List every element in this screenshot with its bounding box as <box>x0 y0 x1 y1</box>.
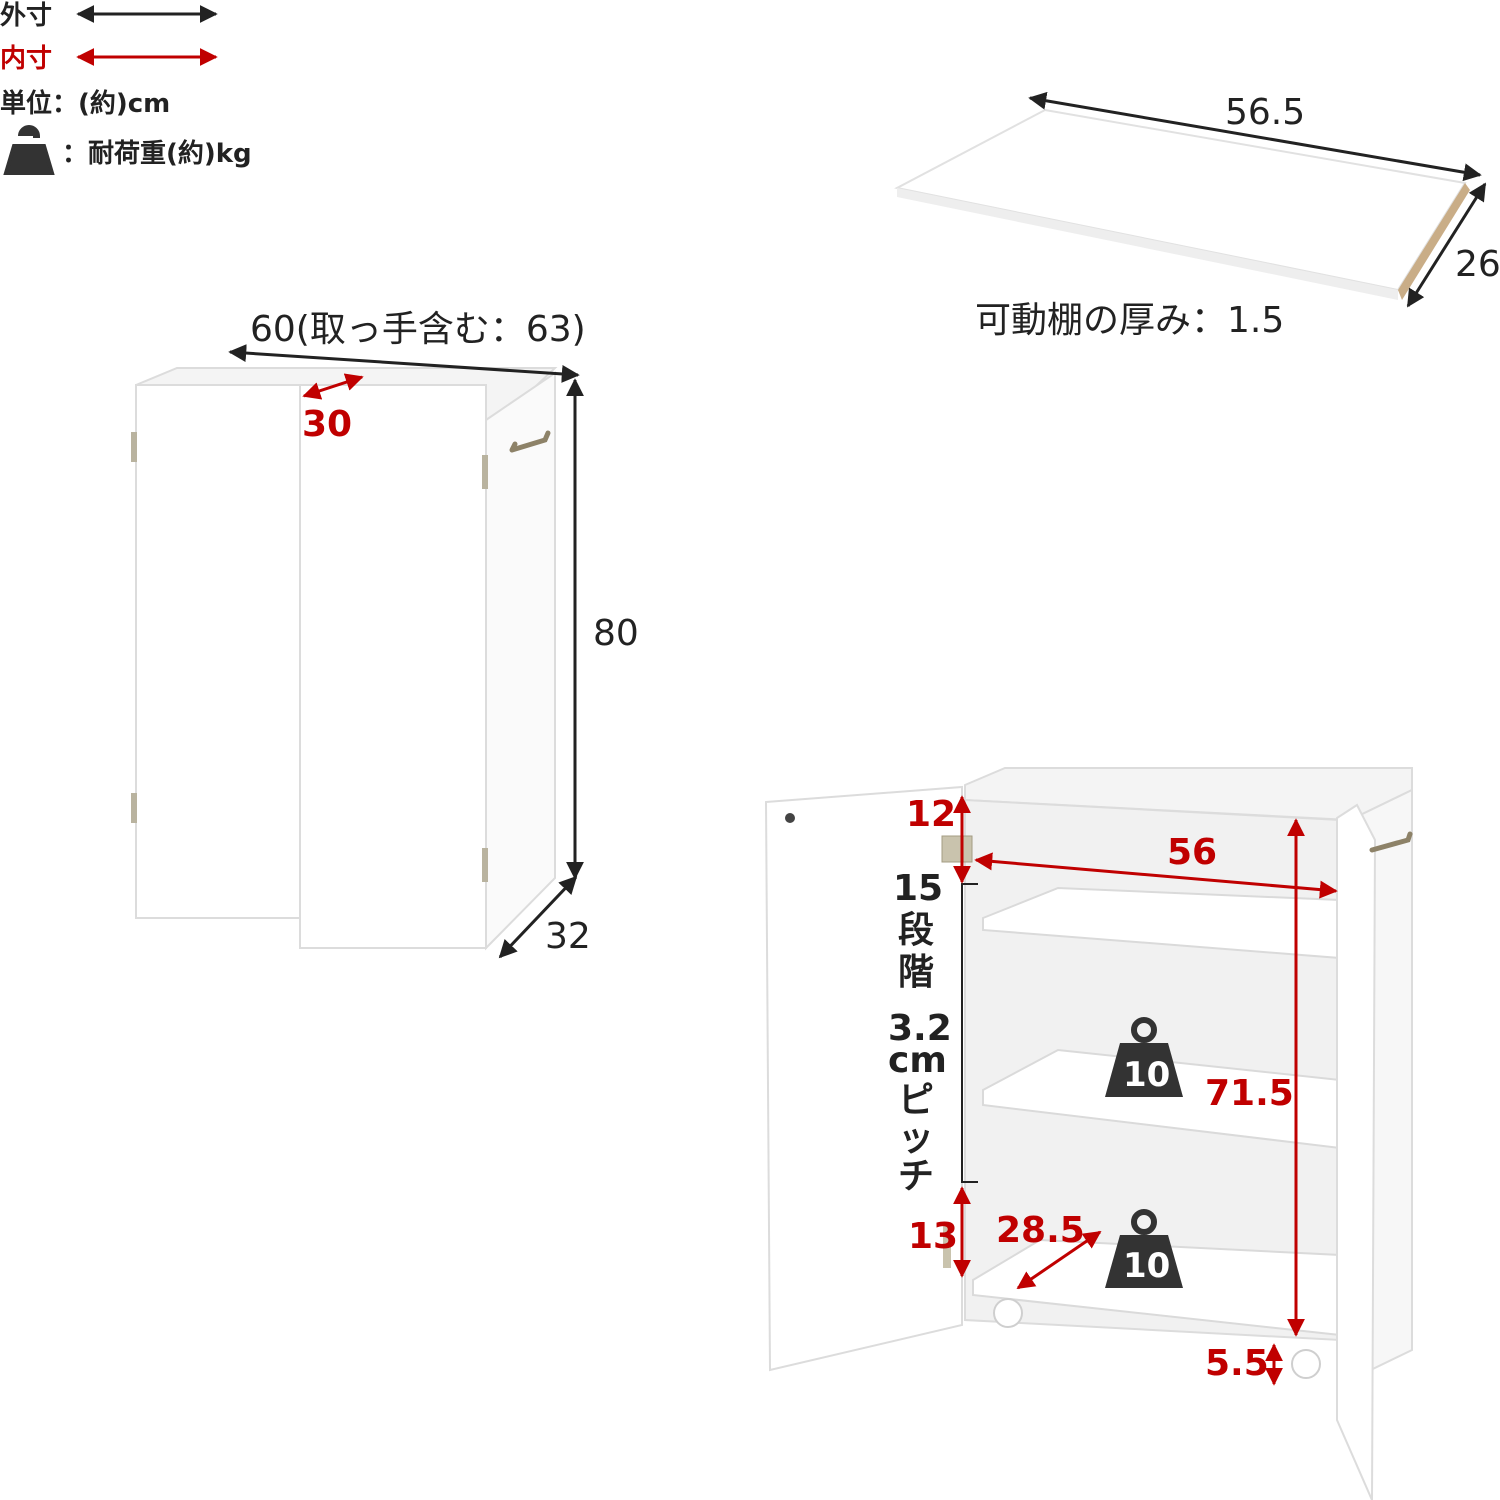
handle-icon <box>509 430 551 453</box>
handle-icon <box>1369 831 1413 853</box>
pitch-label: チ <box>898 1156 934 1197</box>
door-catch-icon <box>785 813 795 823</box>
lower-load-label: 10 <box>1123 1246 1170 1286</box>
legend-outer-label: 外寸 <box>0 1 52 31</box>
width-label: 60(取っ手含む：63) <box>250 309 586 350</box>
open-cabinet: 10 10 12 56 71.5 13 28.5 5.5 15 段 階 3.2 … <box>764 767 1413 1500</box>
weight-icon: 10 <box>1105 1017 1183 1097</box>
hinge-icon <box>131 432 137 462</box>
open-left-door <box>764 785 963 1372</box>
legend-unit: 単位：(約)cm <box>0 88 170 119</box>
hinge-icon <box>943 1224 951 1268</box>
pitch-label: ッ <box>898 1118 934 1159</box>
legend: 外寸 内寸 単位：(約)cm ：耐荷重(約)kg <box>0 1 252 175</box>
inner-depth-arrow <box>1016 1230 1102 1290</box>
caster-icon <box>993 1298 1023 1328</box>
legend-load: ：耐荷重(約)kg <box>62 138 252 169</box>
pitch-label: ピ <box>898 1080 934 1121</box>
weight-icon <box>3 125 55 175</box>
base-height-label: 5.5 <box>1205 1343 1269 1384</box>
upper-load-label: 10 <box>1123 1055 1170 1095</box>
shelf-width-arrow <box>1028 91 1482 182</box>
shelf-depth-arrow <box>1406 182 1487 308</box>
pitch-label: cm <box>888 1040 947 1081</box>
hinge-icon <box>941 835 973 863</box>
closed-cabinet: 60(取っ手含む：63) 30 80 32 <box>131 309 639 959</box>
inner-width-arrow <box>974 852 1338 899</box>
legend-inner-label: 内寸 <box>0 44 52 74</box>
inner-width-label: 56 <box>1167 832 1217 873</box>
hinge-icon <box>482 848 488 882</box>
caster-icon <box>1291 1349 1321 1379</box>
pitch-label: 15 <box>893 868 943 909</box>
inner-depth-arrow <box>302 373 364 400</box>
top-gap-label: 12 <box>906 794 956 835</box>
inner-height-label: 71.5 <box>1205 1073 1294 1114</box>
pitch-bracket <box>961 883 978 1183</box>
pitch-label: 階 <box>898 952 934 993</box>
pitch-label: 段 <box>898 910 934 951</box>
depth-arrow <box>498 875 578 959</box>
shelf-width-label: 56.5 <box>1225 92 1305 133</box>
pitch-label: 3.2 <box>888 1008 952 1049</box>
shelf-depth-label: 26 <box>1455 244 1500 285</box>
shelf-board: 56.5 26 可動棚の厚み：1.5 <box>894 91 1500 341</box>
inner-depth-label: 28.5 <box>996 1210 1085 1251</box>
bottom-gap-label: 13 <box>908 1216 958 1257</box>
height-label: 80 <box>593 613 639 654</box>
shelf-top-face <box>894 108 1467 292</box>
weight-icon: 10 <box>1105 1209 1183 1288</box>
inner-depth-label: 30 <box>302 404 352 445</box>
cabinet-left-door <box>135 384 301 919</box>
cabinet-side-face <box>485 371 556 951</box>
shelf-thickness-label: 可動棚の厚み：1.5 <box>975 300 1284 341</box>
hinge-icon <box>131 793 137 823</box>
shelf-front-edge <box>897 188 1398 300</box>
hinge-icon <box>482 455 488 489</box>
cabinet-right-door <box>299 384 487 949</box>
open-right-door <box>1336 803 1377 1500</box>
width-arrow <box>228 344 580 383</box>
depth-label: 32 <box>545 916 591 957</box>
